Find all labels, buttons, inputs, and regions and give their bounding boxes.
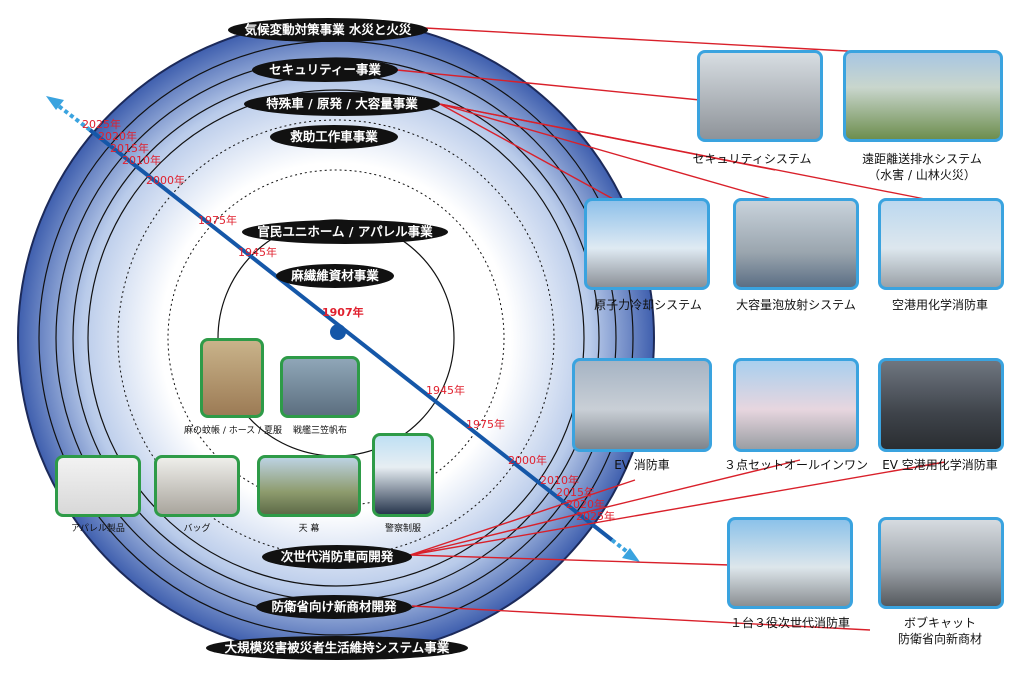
- year-center: 1907年: [322, 306, 364, 319]
- year-upper-0: 2025年: [82, 118, 121, 131]
- year-lower-4: 2015年: [556, 486, 595, 499]
- caption-nuclear-cooling: 原子力冷却システム: [594, 298, 702, 312]
- caption-one-three: １台３役次世代消防車: [729, 616, 851, 630]
- photo-police: [372, 433, 434, 517]
- caption-ev-firetruck: EV 消防車: [614, 458, 670, 472]
- caption-hemp-goods: 麻の蚊帳 / ホース / 夏服: [183, 426, 283, 436]
- photo-one-three: [727, 517, 853, 609]
- timeline-axis: [88, 128, 614, 542]
- photo-foam-system: [733, 198, 859, 290]
- caption-tent: 天 幕: [298, 524, 320, 534]
- timeline-axis-upper-dash: [54, 102, 92, 132]
- ring-2010: [87, 89, 585, 587]
- ring-1975: [167, 169, 505, 507]
- year-lower-6: 2025年: [576, 510, 615, 523]
- connector-climate: [424, 27, 921, 56]
- photo-hemp-goods: [200, 338, 264, 418]
- caption-bobcat-sub: 防衛省向新商材: [897, 632, 983, 646]
- timeline-arrow-up: [46, 96, 64, 110]
- year-upper-5: 1975年: [198, 214, 237, 227]
- connector-special-1: [439, 103, 616, 201]
- photo-bag: [154, 455, 240, 517]
- sector-security: セキュリティー事業: [252, 58, 398, 82]
- caption-battleship: 戦艦三笠帆布: [292, 426, 348, 436]
- year-upper-4: 2000年: [146, 174, 185, 187]
- photo-battleship: [280, 356, 360, 418]
- connector-security: [396, 69, 701, 101]
- photo-ev-airport: [878, 358, 1004, 452]
- connector-special-2: [439, 103, 776, 201]
- photo-security-system: [697, 50, 823, 142]
- sector-special: 特殊車 / 原発 / 大容量事業: [244, 92, 440, 116]
- caption-foam-system: 大容量泡放射システム: [736, 298, 856, 312]
- connector-defense: [411, 605, 871, 631]
- connector-nextgen-3: [409, 461, 946, 556]
- sector-nextgen: 次世代消防車両開発: [262, 545, 412, 569]
- caption-airport-truck: 空港用化学消防車: [891, 298, 989, 312]
- sector-rescue: 救助工作車事業: [270, 125, 398, 149]
- photo-ev-firetruck: [572, 358, 712, 452]
- ring-2000: [117, 119, 555, 557]
- sector-defense: 防衛省向け新商材開発: [256, 595, 412, 619]
- year-lower-2: 2000年: [508, 454, 547, 467]
- year-upper-1: 2020年: [98, 130, 137, 143]
- photo-three-set: [733, 358, 859, 452]
- photo-apparel: [55, 455, 141, 517]
- year-lower-0: 1945年: [426, 384, 465, 397]
- caption-police: 警察制服: [384, 524, 422, 534]
- connector-nextgen-2: [409, 459, 801, 556]
- timeline-origin-dot: [330, 324, 346, 340]
- connectors: [396, 27, 946, 631]
- year-upper-2: 2015年: [110, 142, 149, 155]
- caption-security-system: セキュリティシステム: [692, 152, 812, 166]
- caption-apparel: アパレル製品: [71, 524, 125, 534]
- photo-nuclear-cooling: [584, 198, 710, 290]
- connector-nextgen-4: [409, 554, 731, 566]
- photo-tent: [257, 455, 361, 517]
- photo-airport-truck: [878, 198, 1004, 290]
- photo-bobcat: [878, 517, 1004, 609]
- photo-pump-system: [843, 50, 1003, 142]
- caption-three-set: ３点セットオールインワン: [723, 458, 869, 472]
- year-lower-3: 2010年: [540, 474, 579, 487]
- year-lower-5: 2020年: [566, 498, 605, 511]
- year-upper-3: 2010年: [122, 154, 161, 167]
- sector-uniform: 官民ユニホーム / アパレル事業: [242, 220, 448, 244]
- year-lower-1: 1975年: [466, 418, 505, 431]
- year-upper-6: 1945年: [238, 246, 277, 259]
- sector-disaster: 大規模災害被災者生活維持システム事業: [206, 636, 468, 660]
- sector-climate: 気候変動対策事業 水災と火災: [228, 18, 428, 42]
- caption-ev-airport: EV 空港用化学消防車: [882, 458, 998, 472]
- connector-nextgen-1: [409, 479, 636, 556]
- caption-pump-system: 遠距離送排水システム: [862, 152, 982, 166]
- connector-special-4: [439, 103, 776, 171]
- caption-pump-sub: （水害 / 山林火災）: [868, 168, 976, 182]
- caption-bobcat: ボブキャット: [903, 616, 977, 630]
- timeline-arrow-down: [622, 548, 640, 562]
- timeline-axis-lower-dash: [610, 538, 632, 556]
- caption-bag: バッグ: [183, 524, 211, 534]
- sector-hemp: 麻繊維資材事業: [276, 264, 394, 288]
